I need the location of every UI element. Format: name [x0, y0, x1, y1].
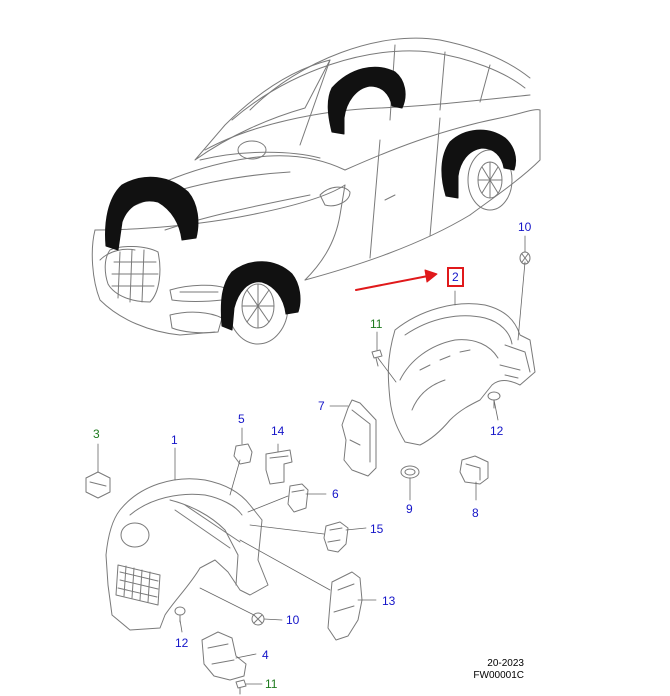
reference-date: 20-2023	[487, 658, 524, 669]
callout-part-5: 5	[238, 412, 245, 426]
part-2-liner-assembly	[387, 303, 536, 446]
part-15-bracket	[323, 521, 349, 553]
callout-part-10-upper: 10	[518, 220, 532, 234]
red-arrow	[355, 269, 438, 291]
part-4-bracket	[201, 631, 247, 681]
callout-part-11-lower: 11	[265, 677, 278, 691]
callout-part-9: 9	[406, 502, 413, 516]
liner-front-left	[105, 176, 199, 251]
part-3-panel	[85, 471, 111, 499]
callout-part-7: 7	[318, 399, 325, 413]
part-10-lower-fastener	[251, 612, 265, 626]
callout-part-12-lower: 12	[175, 636, 189, 650]
callout-part-4: 4	[262, 648, 269, 662]
liner-rear-left	[327, 66, 406, 135]
callout-part-2[interactable]: 2	[447, 267, 464, 287]
callout-part-11-upper: 11	[370, 317, 383, 331]
callout-part-6: 6	[332, 487, 339, 501]
liner-rear-right	[441, 129, 517, 199]
callout-part-1: 1	[171, 433, 178, 447]
reference-code: FW00001C	[473, 670, 524, 681]
part-9-grommet	[400, 465, 420, 479]
part-5-clip	[233, 443, 253, 465]
part-13-shield	[327, 571, 363, 641]
callout-part-10-lower: 10	[286, 613, 300, 627]
part-1-liner-assembly	[105, 478, 269, 631]
part-7-bracket	[341, 399, 377, 477]
callout-part-3: 3	[93, 427, 100, 441]
part-14-bracket	[265, 449, 293, 485]
callout-part-8: 8	[472, 506, 479, 520]
part-11-lower-screw	[235, 679, 247, 695]
liner-front-right	[220, 261, 301, 331]
callout-part-14: 14	[271, 424, 285, 438]
part-8-clip	[459, 455, 489, 485]
callout-part-13: 13	[382, 594, 396, 608]
callout-part-12-upper: 12	[490, 424, 504, 438]
part-11-upper-screw	[371, 349, 383, 367]
part-6-clip	[287, 483, 309, 513]
leader-lines	[97, 235, 526, 685]
car-liners	[105, 66, 517, 331]
callout-part-15: 15	[370, 522, 384, 536]
